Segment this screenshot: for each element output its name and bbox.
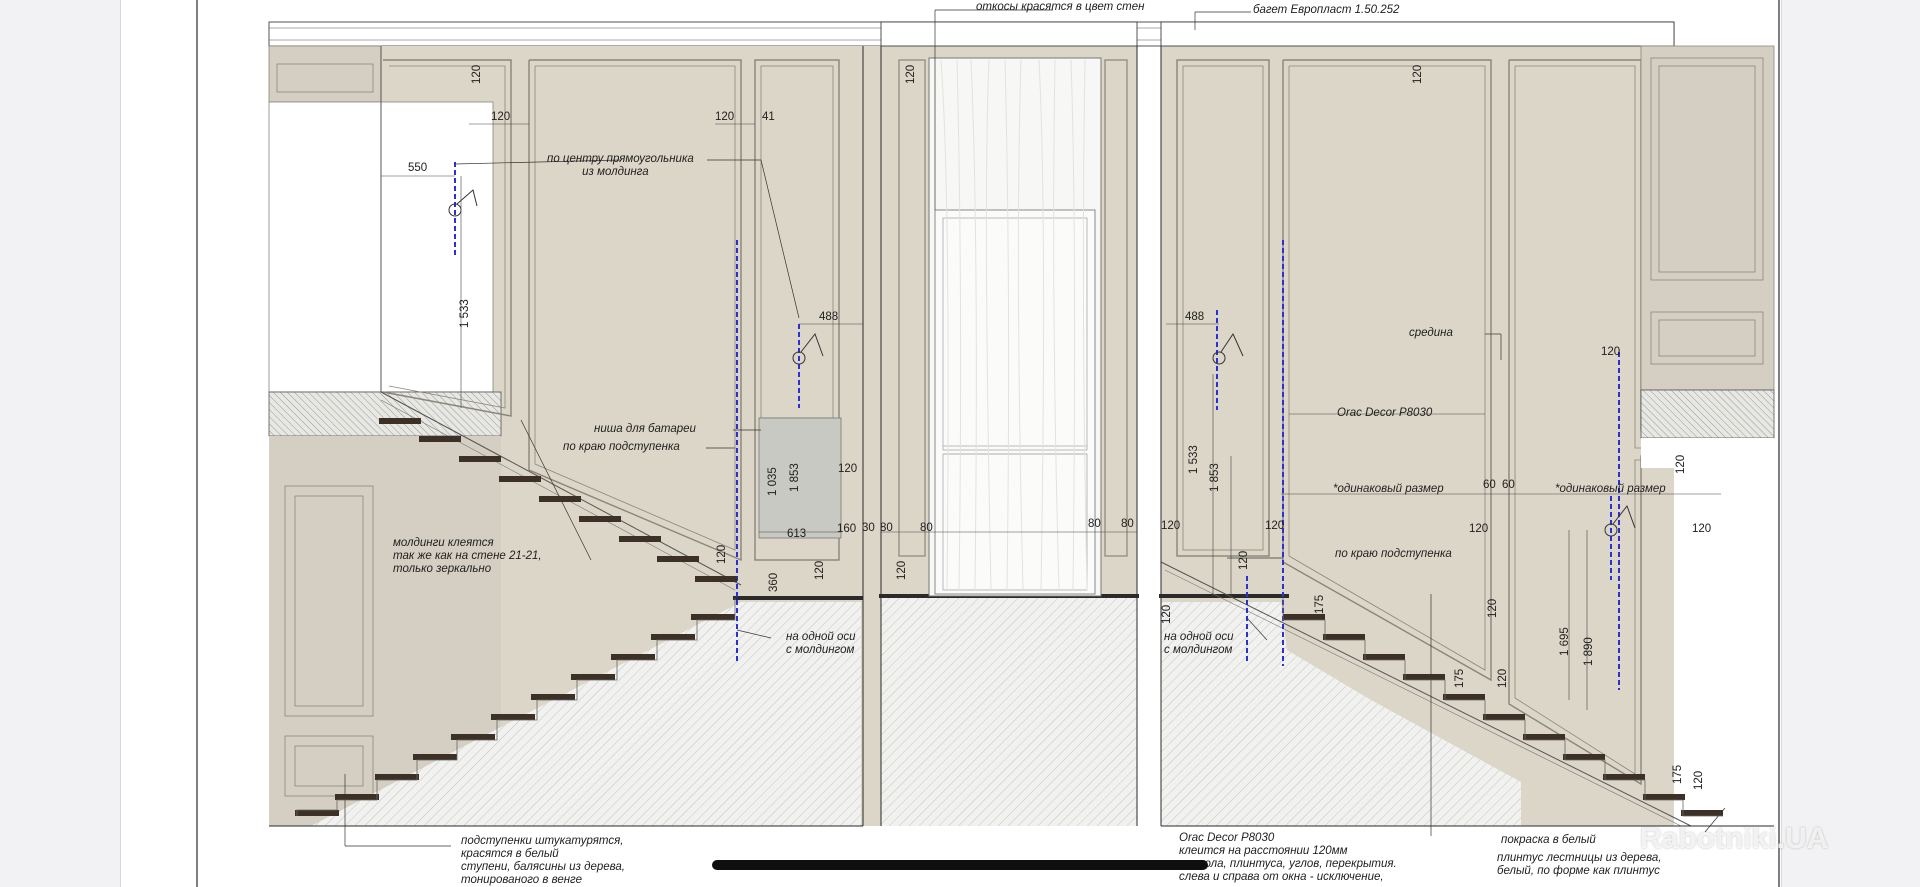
dim-label: 1 035 — [767, 467, 779, 496]
dim-label: 60 — [1483, 479, 1496, 491]
horizontal-scrollbar[interactable] — [712, 860, 1208, 870]
dim-label: 120 — [1497, 668, 1509, 688]
dim-label: 120 — [896, 560, 908, 580]
dim-label: 360 — [768, 572, 780, 592]
note-plintus: плинтус лестницы из дерева, белый, по фо… — [1497, 852, 1662, 877]
dim-label: 80 — [880, 522, 893, 534]
dim-label: 41 — [762, 111, 775, 123]
note-one-axis-left: на одной оси с молдингом — [786, 631, 856, 656]
dim-label: 120 — [1161, 520, 1181, 532]
note-otkosy: откосы красятся в цвет стен — [976, 1, 1145, 13]
dim-label: 1 890 — [1583, 637, 1595, 666]
note-same-size-1: *одинаковый размер — [1333, 483, 1444, 495]
dim-label: 1 853 — [1209, 463, 1221, 492]
dim-label: 1 533 — [459, 299, 471, 328]
left-stairs — [295, 418, 737, 816]
left-wall — [268, 45, 981, 847]
dim-label: 120 — [814, 560, 826, 580]
dim-label: 120 — [1601, 346, 1621, 358]
dim-label: 120 — [1692, 523, 1712, 535]
dim-label: 1 533 — [1188, 445, 1200, 474]
note-same-size-2: *одинаковый размер — [1555, 483, 1666, 495]
dim-label: 80 — [920, 522, 933, 534]
dim-label: 550 — [408, 162, 428, 174]
dim-label: 120 — [1238, 550, 1250, 570]
dim-label: 120 — [1693, 770, 1705, 790]
dim-label: 120 — [905, 64, 917, 84]
note-seredina: средина — [1409, 327, 1453, 339]
dim-label: 120 — [1412, 64, 1424, 84]
dim-label: 30 — [862, 522, 875, 534]
dim-label: 160 — [837, 523, 857, 535]
drawing-sheet: откосы красятся в цвет стен багет Европл… — [120, 0, 1782, 887]
note-niche: ниша для батареи — [594, 423, 696, 435]
dim-label: 60 — [1502, 479, 1515, 491]
window-wall — [879, 9, 1139, 826]
dim-label: 120 — [1161, 604, 1173, 624]
dim-label: 488 — [819, 311, 839, 323]
right-wall — [1159, 11, 1775, 836]
dim-label: 613 — [787, 528, 807, 540]
dim-label: 120 — [1265, 520, 1285, 532]
note-baget: багет Европласт 1.50.252 — [1253, 4, 1400, 16]
note-one-axis-right: на одной оси с молдингом — [1164, 631, 1234, 656]
note-riser-edge-right: по краю подступенка — [1335, 548, 1452, 560]
dim-label: 1 853 — [789, 463, 801, 492]
elevation-drawing — [196, 0, 1780, 887]
note-orac-bottom: Orac Decor P8030 клеится на расстоянии 1… — [1179, 832, 1397, 883]
watermark-logo: Rabotniki.UA — [1640, 822, 1829, 855]
dim-label: 80 — [1121, 518, 1134, 530]
dim-label: 120 — [715, 111, 735, 123]
note-moldings-mirror: молдинги клеятся так же как на стене 21-… — [393, 537, 542, 575]
dim-label: 175 — [1672, 764, 1684, 784]
dim-label: 175 — [1454, 668, 1466, 688]
dim-label: 120 — [1487, 598, 1499, 618]
dim-label: 1 695 — [1559, 627, 1571, 656]
dim-label: 488 — [1185, 311, 1205, 323]
dim-label: 120 — [716, 544, 728, 564]
dim-label: 80 — [1088, 518, 1101, 530]
note-pokraska: покраска в белый — [1501, 834, 1596, 846]
dim-label: 120 — [1675, 454, 1687, 474]
dim-label: 120 — [1469, 523, 1489, 535]
note-orac-center: Orac Decor P8030 — [1337, 407, 1433, 419]
dim-label: 120 — [491, 111, 511, 123]
dim-label: 175 — [1314, 594, 1326, 614]
note-riser-edge-left: по краю подступенка — [563, 441, 680, 453]
dim-label: 120 — [471, 64, 483, 84]
dim-label: 120 — [838, 463, 858, 475]
note-podstupenki: подступенки штукатурятся, красятся в бел… — [461, 835, 625, 886]
right-stairs — [1283, 614, 1723, 816]
note-center-rect: по центру прямоугольника из молдинга — [547, 153, 694, 178]
